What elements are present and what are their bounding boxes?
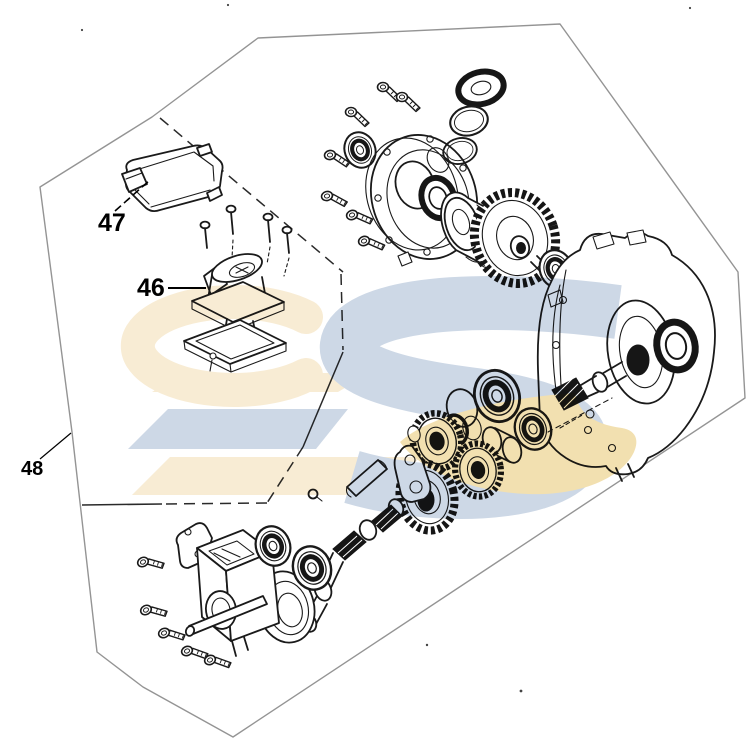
leader-line-48: [39, 432, 72, 460]
bevel-gear: [469, 188, 561, 288]
watermark-sc-logo: [120, 275, 637, 519]
bolt: [344, 106, 370, 128]
bolt: [202, 647, 234, 677]
specks: [80, 3, 692, 693]
gasket-oring: [365, 137, 459, 251]
part-label-46: 46: [137, 274, 165, 302]
seal-cap-and-orings: [439, 68, 507, 169]
bolt: [319, 186, 349, 213]
leader-line-47: [114, 179, 151, 212]
watermark-letter-c: [400, 393, 637, 495]
bolt: [395, 91, 421, 113]
watermark-blue-band: [128, 409, 348, 449]
diagram-boundary-polygon: [39, 23, 746, 738]
part-label-47: 47: [98, 209, 126, 237]
bolt: [356, 229, 387, 258]
callout-labels: 46 47 48: [21, 179, 206, 480]
watermark-cream-band: [152, 373, 370, 392]
watermark-cream-band: [132, 457, 420, 495]
screw: [262, 212, 274, 265]
screw: [199, 220, 211, 249]
screw: [281, 225, 293, 277]
bolt: [138, 596, 170, 627]
long-stud: [184, 595, 268, 637]
screw: [225, 204, 237, 259]
end-cover-group: [319, 68, 578, 294]
part-47-control-module: [121, 143, 224, 213]
axle-housing-block: [135, 522, 316, 677]
part-label-48: 48: [21, 458, 43, 480]
bolt: [135, 548, 167, 579]
bolt: [156, 620, 188, 650]
